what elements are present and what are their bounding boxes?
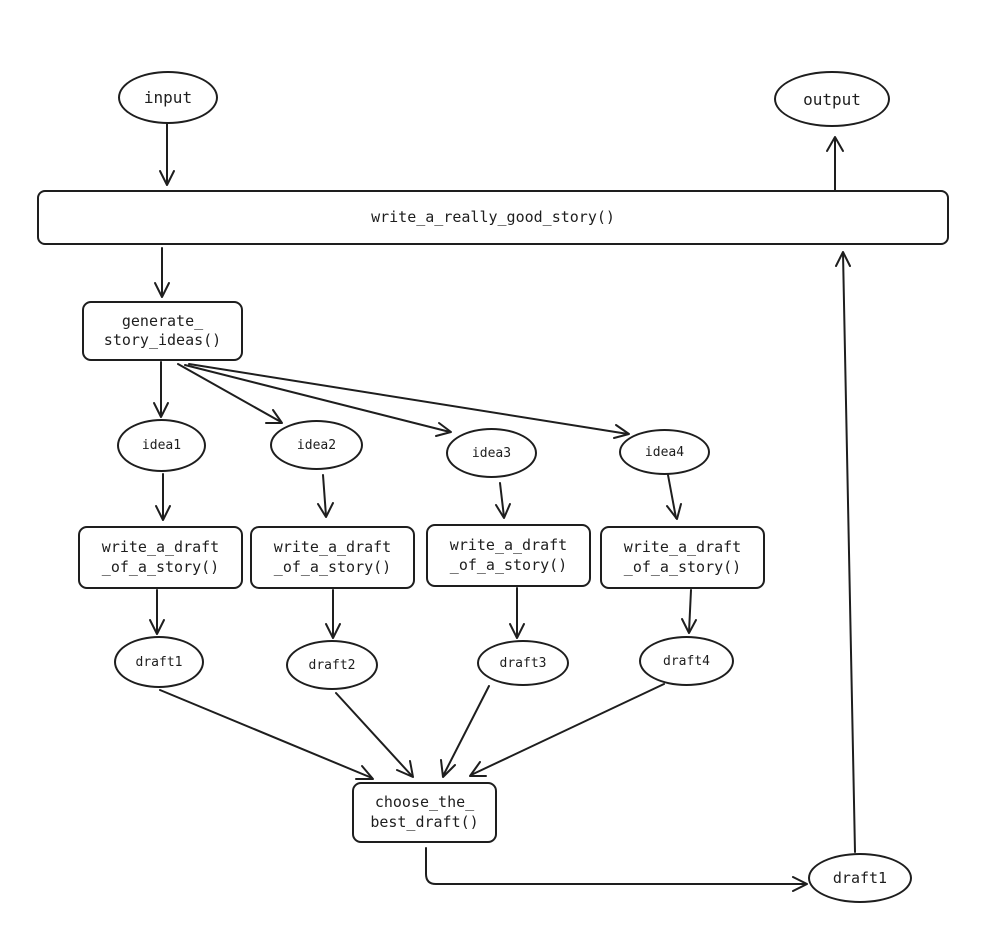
main-function-label: write_a_really_good_story() — [371, 207, 615, 226]
arrow-idea4-to-write — [666, 474, 682, 520]
main-function-box: write_a_really_good_story() — [37, 190, 949, 245]
arrow-draft2-to-choose — [335, 692, 414, 778]
draft3-label: draft3 — [499, 655, 547, 671]
arrow-idea2-to-write — [317, 474, 334, 518]
arrow-generate-to-idea1 — [153, 361, 169, 418]
result-draft-label: draft1 — [832, 869, 888, 887]
arrow-write-to-draft2 — [325, 589, 341, 639]
idea3-node: idea3 — [446, 428, 537, 478]
draft2-node: draft2 — [286, 640, 378, 690]
idea2-label: idea2 — [296, 437, 337, 453]
draft1-label: draft1 — [135, 654, 183, 670]
draft4-label: draft4 — [663, 653, 710, 669]
write-draft-label-3: write_a_draft _of_a_story() — [449, 536, 568, 574]
arrow-draft4-to-choose — [469, 683, 665, 777]
arrow-idea1-to-write — [155, 473, 171, 521]
write-draft-label-2: write_a_draft _of_a_story() — [273, 538, 392, 576]
draft2-label: draft2 — [308, 657, 356, 673]
input-node: input — [118, 71, 218, 124]
write-draft-box-1: write_a_draft _of_a_story() — [78, 526, 243, 589]
write-draft-box-4: write_a_draft _of_a_story() — [600, 526, 765, 589]
arrow-draft3-to-choose — [440, 685, 490, 778]
write-draft-label-1: write_a_draft _of_a_story() — [101, 538, 220, 576]
arrow-input-to-main — [159, 123, 175, 186]
arrow-write-to-draft1 — [149, 589, 165, 635]
arrow-write-to-draft3 — [509, 587, 525, 639]
idea4-label: idea4 — [644, 444, 685, 460]
idea1-node: idea1 — [117, 419, 206, 472]
write-draft-box-2: write_a_draft _of_a_story() — [250, 526, 415, 589]
arrow-draft1-to-choose — [159, 689, 374, 780]
arrow-choose-to-result — [425, 847, 808, 892]
generate-ideas-label: generate_ story_ideas() — [103, 311, 222, 350]
arrow-generate-to-idea3 — [184, 364, 452, 437]
draft3-node: draft3 — [477, 640, 569, 686]
choose-best-label: choose_the_ best_draft() — [370, 793, 479, 831]
idea3-label: idea3 — [471, 445, 512, 461]
write-draft-box-3: write_a_draft _of_a_story() — [426, 524, 591, 587]
output-node: output — [774, 71, 890, 127]
arrow-write-to-draft4 — [681, 589, 697, 634]
idea2-node: idea2 — [270, 420, 363, 470]
output-label: output — [803, 89, 861, 109]
idea1-label: idea1 — [141, 438, 182, 453]
result-draft-node: draft1 — [808, 853, 912, 903]
write-draft-label-4: write_a_draft _of_a_story() — [623, 538, 742, 576]
input-label: input — [143, 88, 193, 107]
generate-ideas-box: generate_ story_ideas() — [82, 301, 243, 361]
arrow-generate-to-idea4 — [188, 363, 630, 439]
arrow-generate-to-idea2 — [177, 363, 283, 424]
idea4-node: idea4 — [619, 429, 710, 475]
choose-best-box: choose_the_ best_draft() — [352, 782, 497, 843]
draft4-node: draft4 — [639, 636, 734, 686]
arrow-result-to-main — [835, 251, 856, 853]
draft1-node: draft1 — [114, 636, 204, 688]
arrow-main-to-generate — [154, 247, 170, 298]
arrow-idea3-to-write — [495, 482, 511, 519]
arrow-main-to-output — [826, 136, 844, 191]
